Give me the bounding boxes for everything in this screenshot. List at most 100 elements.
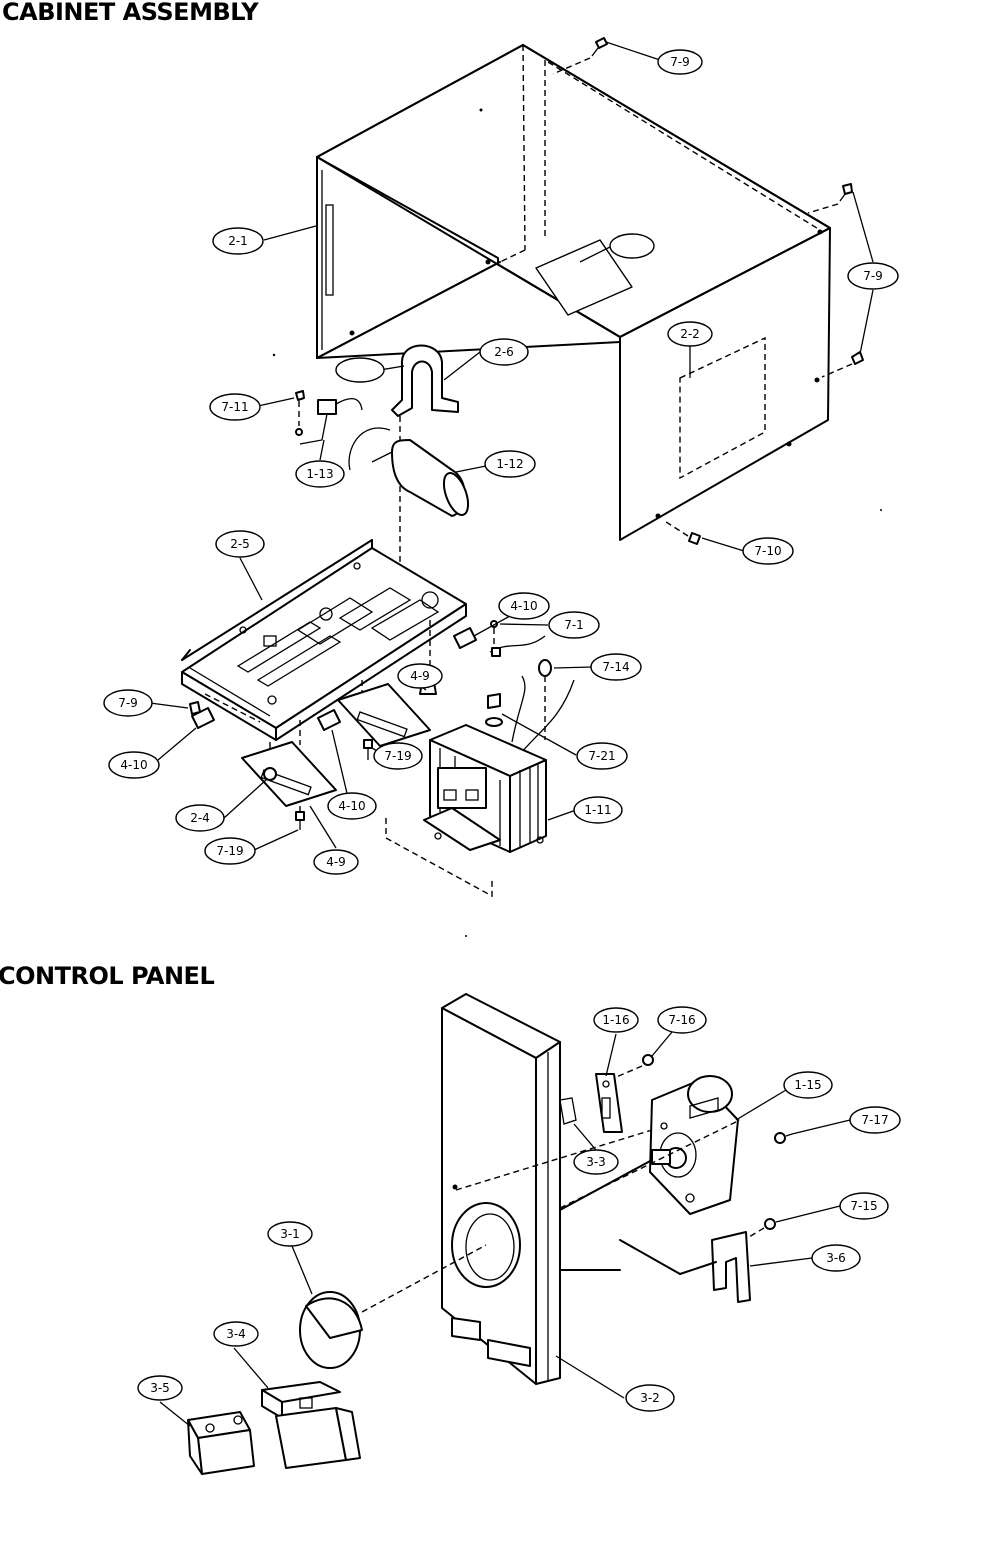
callout-label: 4-9 [326, 855, 346, 869]
leader-lines [149, 41, 874, 1427]
foot-bracket-4-9-right [337, 683, 431, 747]
capacitor [348, 427, 470, 517]
callout-label: 1-12 [496, 457, 523, 471]
callout-7-1: 7-1 [548, 611, 600, 639]
callout-label: 7-11 [221, 400, 248, 414]
callout-7-9-left: 7-9 [103, 689, 153, 717]
callout-4-9-a: 4-9 [397, 663, 443, 689]
screw-7-9-left [189, 701, 201, 715]
callout-label: 1-16 [602, 1013, 629, 1027]
callout-2-1: 2-1 [212, 227, 264, 255]
callout-1-13: 1-13 [295, 460, 345, 488]
callout-3-1: 3-1 [267, 1221, 313, 1247]
callout-label: 3-2 [640, 1391, 660, 1405]
screw-7-19-right [363, 739, 373, 760]
callout-label: 4-9 [410, 669, 430, 683]
callout-label: 3-5 [150, 1381, 170, 1395]
callout-3-2: 3-2 [625, 1384, 675, 1412]
door-latch-3-4 [261, 1381, 361, 1469]
callout-blank-top [609, 233, 655, 259]
base-plate [181, 539, 467, 770]
callout-label: 7-9 [670, 55, 690, 69]
wire-7-21 [485, 675, 575, 753]
callout-label: 3-3 [586, 1155, 606, 1169]
callout-label: 1-15 [794, 1078, 821, 1092]
capacitor-bracket [391, 344, 459, 640]
foot-bracket-4-9-left [241, 741, 337, 820]
cabinet-cover [316, 44, 831, 541]
screw-7-14 [538, 659, 552, 740]
control-panel-frame [441, 993, 577, 1385]
callout-7-16: 7-16 [657, 1006, 707, 1034]
callout-blank-mid [335, 357, 385, 383]
callout-1-15: 1-15 [783, 1071, 833, 1099]
screw-7-19-left [295, 811, 305, 830]
callout-3-6: 3-6 [811, 1244, 861, 1272]
door-button-3-5 [187, 1411, 255, 1475]
callout-label: 7-10 [754, 544, 781, 558]
callout-label: 3-6 [826, 1251, 846, 1265]
callout-label: 7-17 [861, 1113, 888, 1127]
foot-pad-4-10-left [191, 707, 215, 729]
callout-4-10-c: 4-10 [327, 792, 377, 820]
callout-label: 7-1 [564, 618, 584, 632]
callout-4-10-a: 4-10 [498, 592, 550, 620]
callout-7-10: 7-10 [742, 537, 794, 565]
bracket-3-6 [559, 1231, 751, 1303]
callout-label: 7-16 [668, 1013, 695, 1027]
callout-label: 7-19 [384, 749, 411, 763]
cabinet-assembly-title: CABINET ASSEMBLY [2, 0, 259, 26]
callout-4-10-b: 4-10 [108, 751, 160, 779]
callout-label: 2-2 [680, 327, 700, 341]
callout-7-9-right: 7-9 [847, 262, 899, 290]
callout-7-17: 7-17 [849, 1106, 901, 1134]
callout-label: 2-5 [230, 537, 250, 551]
screw-7-15 [743, 1218, 776, 1241]
callout-7-14: 7-14 [590, 653, 642, 681]
callout-3-4: 3-4 [213, 1321, 259, 1347]
foot-pad-4-10-right [453, 627, 477, 649]
callout-2-5: 2-5 [215, 530, 265, 558]
callout-label: 3-4 [226, 1327, 246, 1341]
callout-label: 7-15 [850, 1199, 877, 1213]
callout-label: 7-14 [602, 660, 629, 674]
callout-label: 7-9 [863, 269, 883, 283]
screw-7-16 [613, 1054, 654, 1079]
callout-label: 4-10 [120, 758, 147, 772]
callout-4-9-b: 4-9 [313, 849, 359, 875]
callout-label: 4-10 [510, 599, 537, 613]
callout-7-19-b: 7-19 [204, 837, 256, 865]
rubber-foot-2-4 [263, 767, 277, 781]
foot-pad-4-10-mid [317, 709, 341, 731]
callout-label: 4-10 [338, 799, 365, 813]
knob-3-1 [299, 1244, 487, 1369]
callout-label: 7-19 [216, 844, 243, 858]
callout-label: 1-13 [306, 467, 333, 481]
callout-label: 3-1 [280, 1227, 300, 1241]
callout-7-19-a: 7-19 [373, 742, 423, 770]
callout-2-4: 2-4 [175, 804, 225, 832]
screw-7-11 [295, 390, 305, 436]
callout-2-6: 2-6 [479, 338, 529, 366]
screw-7-10 [662, 519, 701, 545]
callout-3-3: 3-3 [573, 1149, 619, 1175]
callout-7-21: 7-21 [576, 742, 628, 770]
callout-label: 2-1 [228, 234, 248, 248]
callout-label: 1-11 [584, 803, 611, 817]
timer-1-15 [455, 1075, 741, 1215]
transformer [385, 724, 547, 898]
callout-label: 2-4 [190, 811, 210, 825]
callout-2-2: 2-2 [667, 321, 713, 347]
control-panel-title: CONTROL PANEL [0, 962, 215, 990]
callout-3-5: 3-5 [137, 1375, 183, 1401]
control-bracket-1-16 [595, 1073, 623, 1133]
ground-wire-7-1 [489, 620, 546, 657]
screw-7-17 [774, 1132, 793, 1144]
callout-label: 2-6 [494, 345, 514, 359]
callout-7-15: 7-15 [839, 1192, 889, 1220]
callout-1-16: 1-16 [593, 1007, 639, 1033]
callout-1-12: 1-12 [484, 450, 536, 478]
callout-7-11: 7-11 [209, 393, 261, 421]
diode [299, 398, 363, 445]
